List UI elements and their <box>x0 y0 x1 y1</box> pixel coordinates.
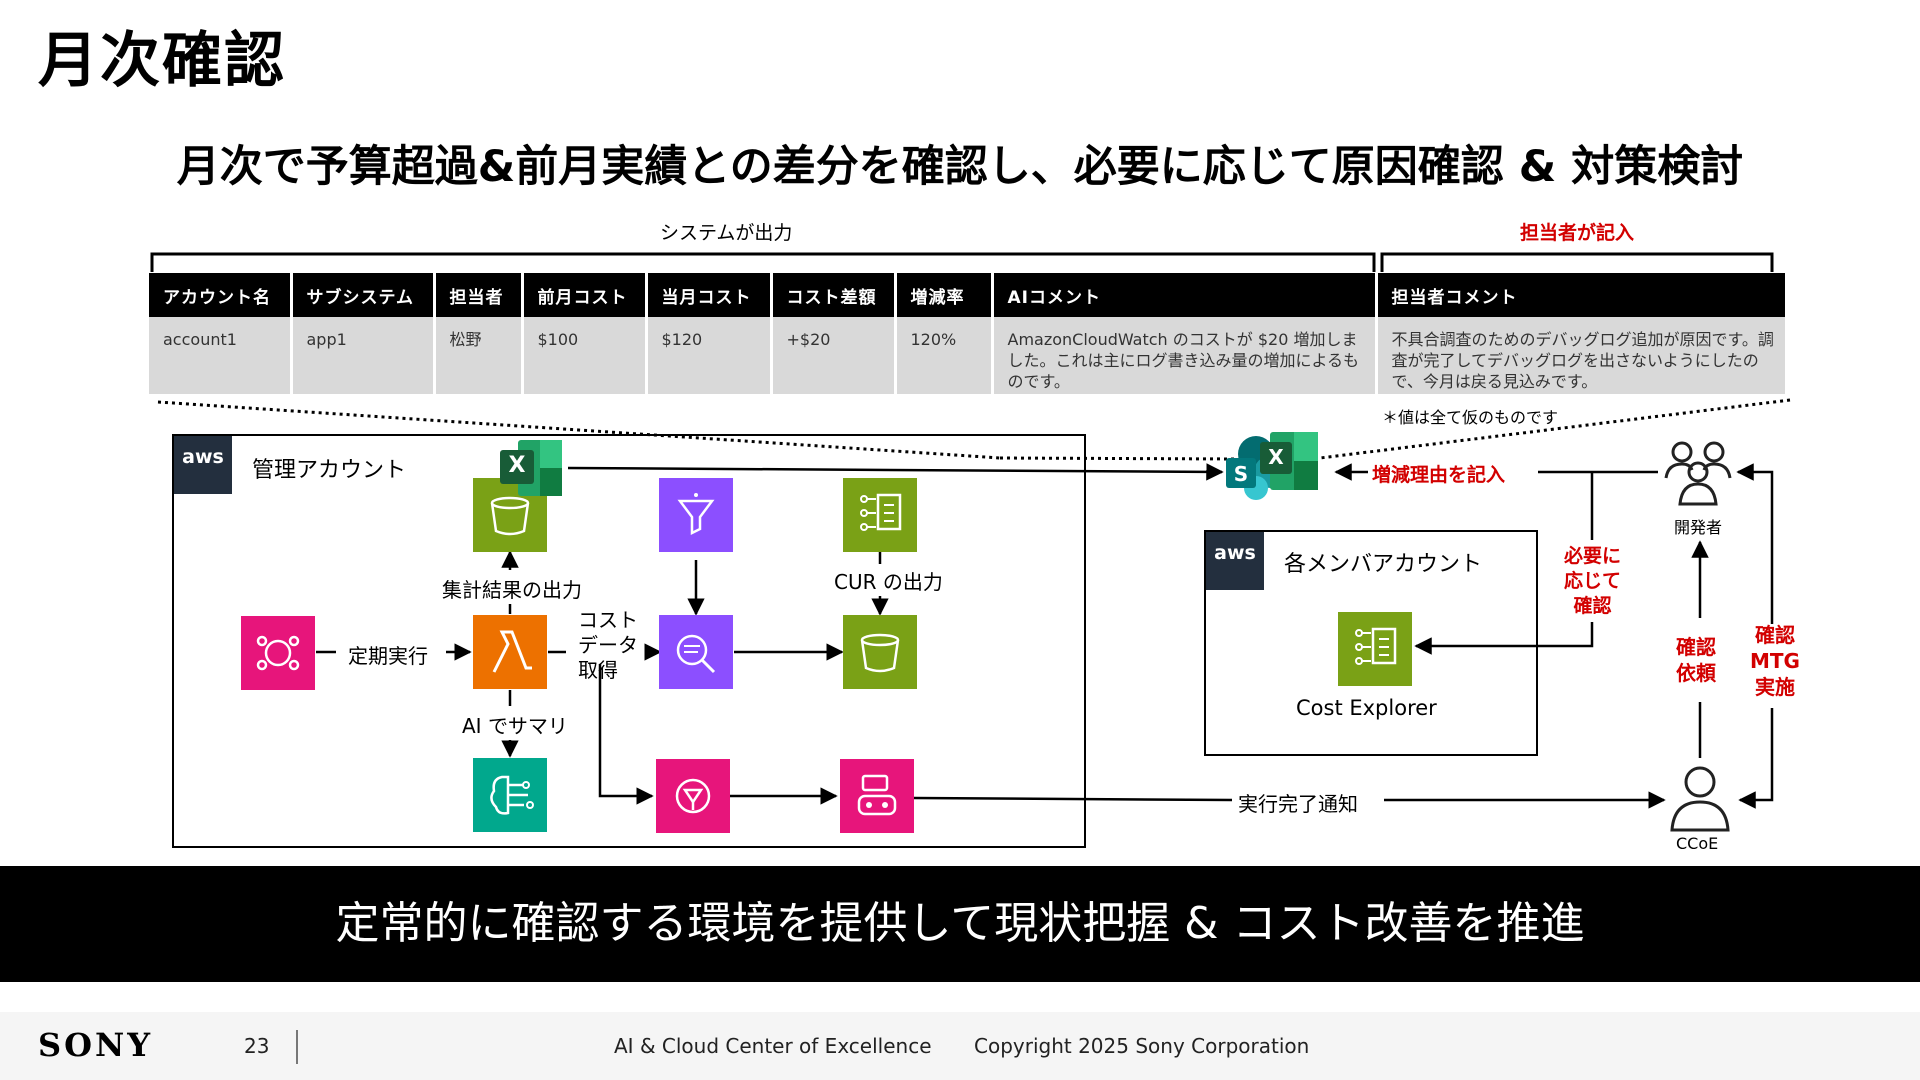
page-title: 月次確認 <box>38 26 286 96</box>
eventbridge-scheduler-icon <box>241 616 315 690</box>
header-ai-comment: AIコメント <box>992 273 1378 317</box>
sharepoint-excel-icon: S X <box>1226 432 1322 504</box>
table-header-row: アカウント名 サブシステム 担当者 前月コスト 当月コスト コスト差額 増減率 … <box>149 273 1785 317</box>
management-account-box <box>172 434 1086 848</box>
cost-explorer-icon <box>1338 612 1412 686</box>
header-account: アカウント名 <box>149 273 293 317</box>
check-if-needed-label: 必要に 応じて 確認 <box>1564 545 1622 617</box>
member-account-label: 各メンバアカウント <box>1284 552 1483 577</box>
cell-account: account1 <box>149 317 293 394</box>
cost-data-fetch-label: コスト データ 取得 <box>578 608 638 682</box>
header-rate: 増減率 <box>895 273 994 317</box>
request-check-label: 確認 依頼 <box>1676 635 1716 685</box>
completion-notice-label: 実行完了通知 <box>1238 792 1358 816</box>
cell-rate: 120% <box>895 317 994 394</box>
lambda-icon <box>473 615 547 689</box>
bedrock-icon <box>473 758 547 832</box>
excel-icon: X <box>500 440 562 496</box>
sony-logo: SONY <box>38 1026 154 1064</box>
banner <box>0 866 1920 982</box>
system-bracket <box>150 252 1376 272</box>
page-subtitle: 月次で予算超過&前月実績との差分を確認し、必要に応じて原因確認 & 対策検討 <box>176 142 1744 192</box>
footer-org: AI & Cloud Center of Excellence <box>614 1034 932 1058</box>
developer-group-icon <box>1658 438 1738 510</box>
mtg-label: 確認 MTG 実施 <box>1750 623 1800 699</box>
table-note: ＊値は全て仮のものです <box>1382 408 1559 427</box>
table-row: account1 app1 松野 $100 $120 +$20 120% Ama… <box>149 317 1785 394</box>
cell-ai-comment: AmazonCloudWatch のコストが $20 増加しました。これは主にロ… <box>992 317 1378 394</box>
cell-subsystem: app1 <box>291 317 436 394</box>
cell-owner: 松野 <box>434 317 524 394</box>
header-prev-cost: 前月コスト <box>522 273 648 317</box>
header-cost-diff: コスト差額 <box>771 273 897 317</box>
cell-curr-cost: $120 <box>646 317 773 394</box>
page-number: 23 <box>244 1034 270 1058</box>
aggregate-output-label: 集計結果の出力 <box>442 578 582 602</box>
header-owner-comment: 担当者コメント <box>1376 273 1785 317</box>
owner-bracket <box>1380 252 1774 272</box>
chatbot-icon <box>840 759 914 833</box>
developer-label: 開発者 <box>1674 518 1723 537</box>
banner-text: 定常的に確認する環境を提供して現状把握 & コスト改善を推進 <box>335 898 1585 949</box>
ccoe-label: CCoE <box>1676 834 1719 853</box>
glue-crawler-icon <box>659 478 733 552</box>
footer <box>0 1012 1920 1080</box>
management-account-label: 管理アカウント <box>252 458 407 483</box>
owner-entry-label: 担当者が記入 <box>1520 222 1635 244</box>
s3-bucket-icon <box>843 615 917 689</box>
header-owner: 担当者 <box>434 273 524 317</box>
member-account-box <box>1204 530 1538 756</box>
cell-cost-diff: +$20 <box>771 317 897 394</box>
eventbridge-icon <box>656 759 730 833</box>
cost-table: アカウント名 サブシステム 担当者 前月コスト 当月コスト コスト差額 増減率 … <box>149 273 1785 394</box>
record-reason-label: 増減理由を記入 <box>1372 464 1506 486</box>
cell-prev-cost: $100 <box>522 317 648 394</box>
cell-owner-comment: 不具合調査のためのデバッグログ追加が原因です。調査が完了してデバッグログを出さな… <box>1376 317 1785 394</box>
footer-divider <box>296 1030 298 1064</box>
header-curr-cost: 当月コスト <box>646 273 773 317</box>
aws-logo-icon: aws <box>174 436 232 494</box>
aws-logo-icon: aws <box>1206 532 1264 590</box>
header-subsystem: サブシステム <box>291 273 436 317</box>
cur-report-icon <box>843 478 917 552</box>
cost-explorer-label: Cost Explorer <box>1296 696 1437 720</box>
system-output-label: システムが出力 <box>660 222 793 244</box>
ccoe-person-icon <box>1664 762 1736 834</box>
scheduled-run-label: 定期実行 <box>348 644 428 668</box>
ai-summary-label: AI でサマリ <box>462 714 568 738</box>
cur-output-label: CUR の出力 <box>834 570 943 594</box>
athena-icon <box>659 615 733 689</box>
footer-copyright: Copyright 2025 Sony Corporation <box>974 1034 1310 1058</box>
